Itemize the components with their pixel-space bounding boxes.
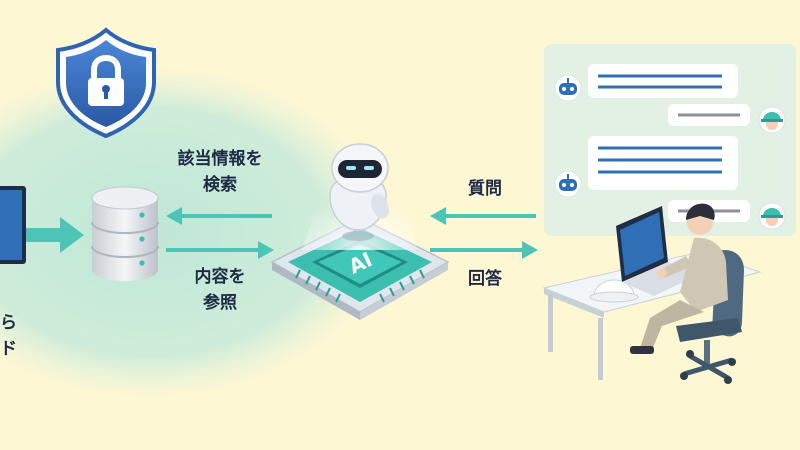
upload-arrow (26, 217, 84, 253)
refer-label-line2: 参照 (203, 293, 237, 313)
office-desk-scene (542, 203, 762, 384)
answer-arrow (430, 241, 538, 259)
question-label: 質問 (468, 179, 502, 199)
refer-label-line1: 内容を (194, 267, 246, 287)
left-cut-line1: ら (0, 313, 17, 333)
helmet-worker-avatar-icon (758, 106, 786, 134)
database-server-icon (91, 186, 159, 281)
bot-message-bubble (588, 136, 738, 190)
robot-avatar-icon (554, 170, 582, 198)
refer-arrow (166, 241, 274, 259)
search-label: 該当情報を 検索 (150, 146, 290, 198)
office-worker (630, 203, 728, 354)
answer-label: 回答 (468, 269, 502, 289)
ai-robot-icon (329, 143, 389, 241)
search-label-line2: 検索 (203, 175, 237, 195)
bot-message-bubble (588, 64, 738, 98)
shield-lock-icon (56, 27, 156, 139)
robot-avatar-icon (554, 74, 582, 102)
search-label-line1: 該当情報を (177, 149, 263, 169)
left-cut-line2: ド (0, 339, 17, 359)
search-arrow (166, 207, 272, 225)
chat-panel (544, 44, 796, 236)
helmet-worker-avatar-icon (758, 202, 786, 230)
left-cut-label: ら ド (0, 310, 30, 362)
question-arrow (430, 207, 536, 225)
left-monitor (0, 186, 26, 264)
secure-zone-glow (0, 67, 385, 397)
refer-label: 内容を 参照 (150, 264, 290, 316)
